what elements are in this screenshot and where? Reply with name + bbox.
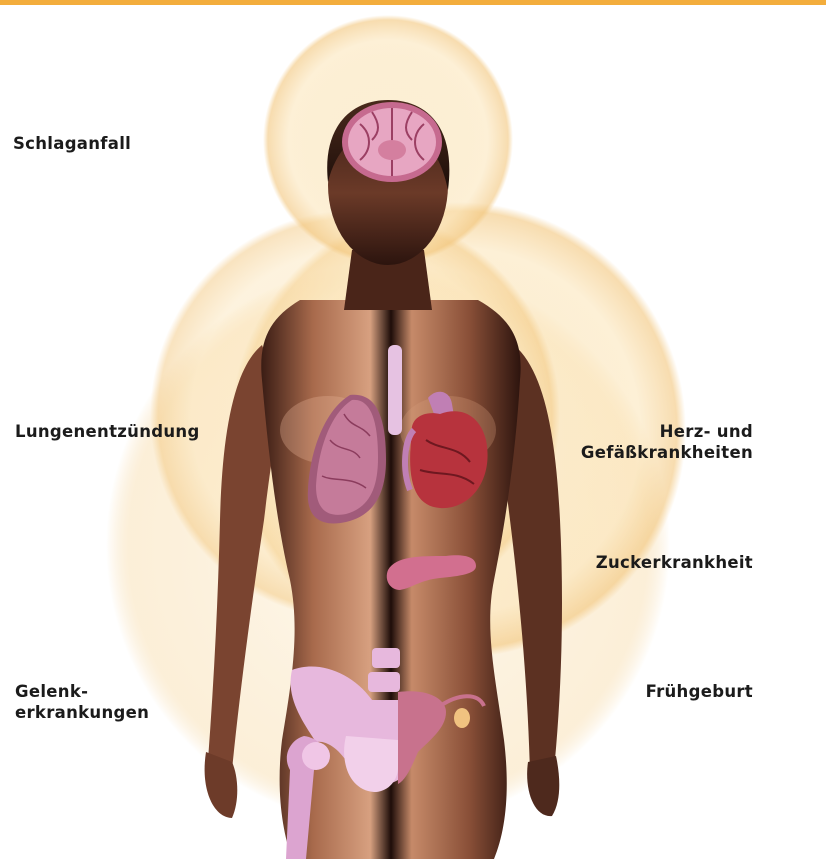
label-stroke: Schlaganfall [13,133,131,154]
label-diabetes: Zuckerkrankheit [596,552,753,573]
label-preterm-birth: Frühgeburt [646,681,753,702]
label-joint-disease-line-2: erkrankungen [15,702,149,723]
label-preterm-birth-line: Frühgeburt [646,681,753,702]
label-cardiovascular-line-1: Herz- und [581,421,753,442]
label-joint-disease: Gelenk- erkrankungen [15,681,149,723]
label-cardiovascular-line-2: Gefäßkrankheiten [581,442,753,463]
label-cardiovascular: Herz- und Gefäßkrankheiten [581,421,753,463]
label-pneumonia-line: Lungenentzündung [15,421,200,442]
label-joint-disease-line-1: Gelenk- [15,681,149,702]
label-diabetes-line: Zuckerkrankheit [596,552,753,573]
label-pneumonia: Lungenentzündung [15,421,200,442]
label-stroke-line: Schlaganfall [13,133,131,154]
trachea-icon [388,345,402,435]
brain-icon [342,102,442,182]
